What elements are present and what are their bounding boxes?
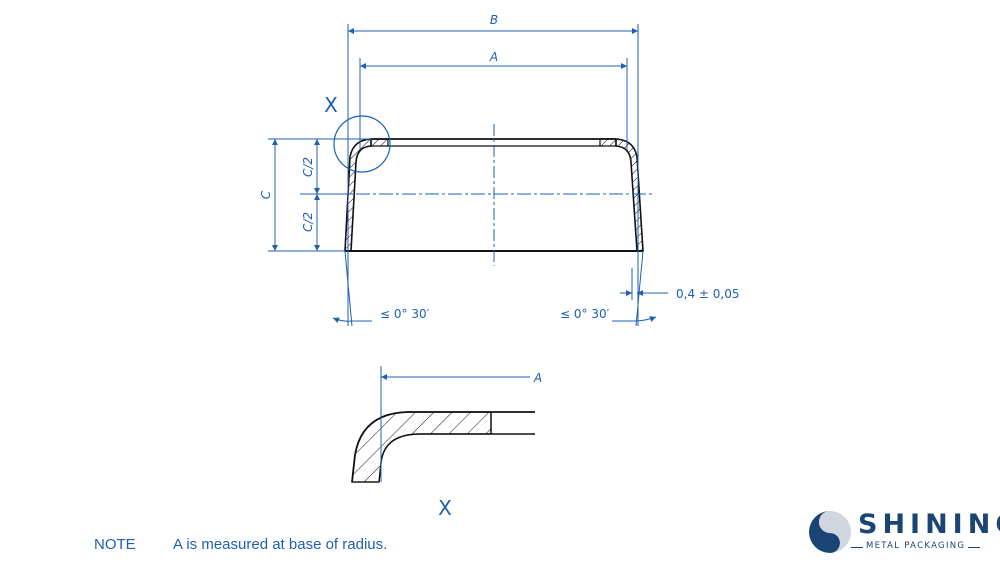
center-lines bbox=[310, 124, 652, 266]
label-c: C bbox=[259, 190, 273, 199]
angle-arc-left bbox=[332, 317, 353, 324]
label-c-half-upper: C/2 bbox=[301, 157, 315, 177]
detail-caption: X bbox=[438, 496, 452, 520]
logo-wordmark: SHINING bbox=[858, 509, 1000, 540]
logo-subtitle: METAL PACKAGING bbox=[850, 541, 981, 551]
angle-arc-right bbox=[632, 316, 657, 322]
detail-circle bbox=[333, 115, 391, 173]
detail-marker: X bbox=[324, 93, 338, 117]
cap-right-wall bbox=[615, 138, 644, 252]
note-text: A is measured at base of radius. bbox=[173, 536, 388, 553]
label-angle-left: ≤ 0° 30′ bbox=[380, 307, 430, 321]
label-a-top: A bbox=[489, 50, 498, 64]
detail-x-view bbox=[351, 411, 535, 483]
label-angle-right: ≤ 0° 30′ bbox=[560, 307, 610, 321]
label-c-half-lower: C/2 bbox=[301, 212, 315, 232]
note-label: NOTE bbox=[94, 536, 136, 553]
logo-mark-icon bbox=[809, 511, 851, 553]
cap-right-top-hatch bbox=[599, 138, 617, 147]
label-thickness: 0,4 ± 0,05 bbox=[676, 287, 740, 301]
detail-hatch bbox=[351, 411, 492, 483]
cap-left-top-hatch bbox=[370, 138, 389, 147]
label-b: B bbox=[490, 13, 498, 27]
label-a-detail: A bbox=[533, 371, 542, 385]
brand-logo: SHINING METAL PACKAGING bbox=[808, 508, 1000, 556]
detail-dimension bbox=[380, 366, 530, 482]
dimension-lines bbox=[268, 24, 668, 327]
cap-left-wall bbox=[344, 138, 372, 252]
